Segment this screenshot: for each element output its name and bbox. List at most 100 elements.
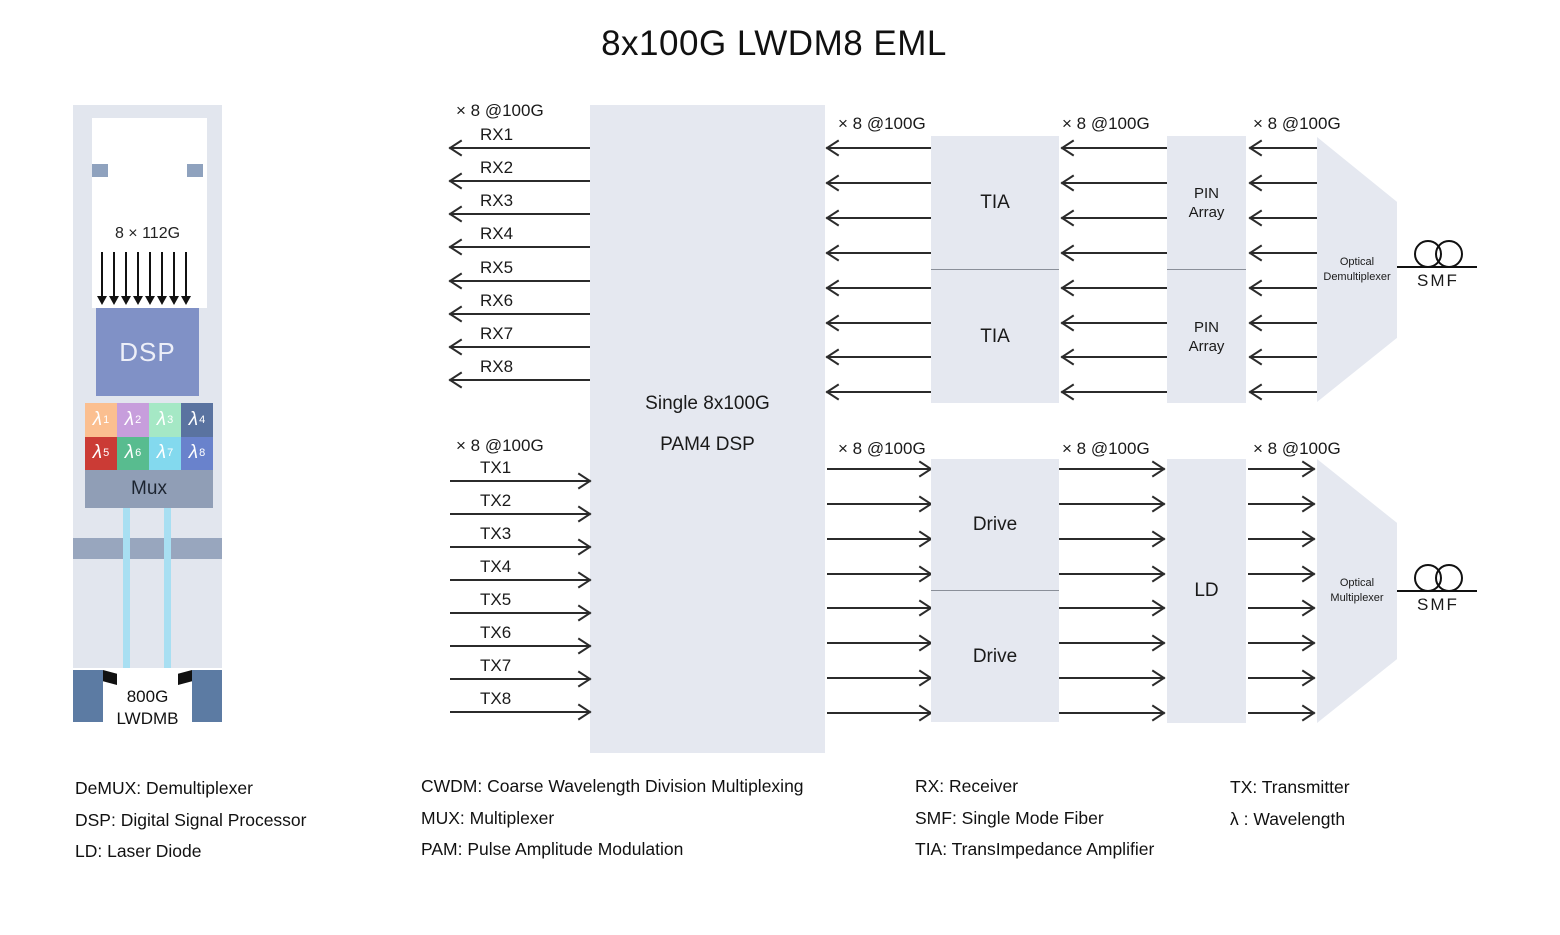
arrow-right-icon (450, 579, 590, 581)
page-title: 8x100G LWDM8 EML (601, 24, 947, 63)
module-mux-label: Mux (131, 478, 167, 499)
rx-channel-column: RX1 RX2 RX3 RX4 RX5 RX6 RX7 RX8 (450, 105, 590, 405)
arrow-left-icon (450, 246, 590, 248)
rx-arrows-tia-pin (1062, 105, 1167, 405)
rx-channel: RX8 (450, 357, 590, 381)
down-arrow (133, 252, 143, 305)
tx-channel-label: TX3 (480, 524, 512, 543)
rx-channel: RX7 (450, 324, 590, 348)
ld-block: LD (1167, 459, 1246, 723)
rate-label: × 8 @100G (1062, 439, 1150, 458)
rx-channel: RX5 (450, 258, 590, 282)
legend-item: CWDM: Coarse Wavelength Division Multipl… (421, 776, 804, 796)
down-arrow (109, 252, 119, 305)
rx-channel-label: RX5 (480, 258, 514, 277)
down-arrow (157, 252, 167, 305)
module-dsp-block: DSP (96, 308, 199, 396)
fiber-trace (164, 508, 171, 668)
smf-label: SMF (1417, 595, 1459, 614)
arrow-right-icon (1059, 677, 1164, 679)
arrow-left-icon (450, 147, 590, 149)
arrow-left-icon (1250, 252, 1317, 254)
rx-channel-label: RX4 (480, 224, 514, 243)
arrow-left-icon (827, 287, 931, 289)
rx-channel: RX6 (450, 291, 590, 315)
legend-item: SMF: Single Mode Fiber (915, 807, 1104, 828)
tx-channel-label: TX4 (480, 557, 512, 576)
tx-channel: TX3 (450, 524, 590, 548)
port-block-left (73, 670, 103, 722)
legend-item: PAM: Pulse Amplitude Modulation (421, 839, 684, 859)
tx-channel: TX8 (450, 689, 590, 713)
tx-channel-label: TX5 (480, 590, 512, 609)
fiber-line (1397, 590, 1477, 592)
port-block-right (192, 670, 222, 722)
arrow-left-icon (827, 391, 931, 393)
arrow-right-icon (1059, 503, 1164, 505)
tx-channel: TX1 (450, 458, 590, 482)
rx-channel: RX2 (450, 158, 590, 182)
arrow-left-icon (1250, 322, 1317, 324)
legend-column-4: TX: Transmitter λ : Wavelength (1230, 772, 1350, 835)
fiber-trace (123, 508, 130, 668)
module-optical-port: 800G LWDMB (73, 668, 222, 738)
legend-item: DSP: Digital Signal Processor (75, 809, 307, 830)
arrow-right-icon (1059, 712, 1164, 714)
arrow-left-icon (827, 322, 931, 324)
legend-item: TX: Transmitter (1230, 777, 1350, 797)
rx-channel-label: RX8 (480, 357, 514, 376)
legend-item: DeMUX: Demultiplexer (75, 778, 253, 798)
arrow-right-icon (450, 546, 590, 548)
rate-label: × 8 @100G (838, 439, 926, 458)
rate-label: × 8 @100G (456, 101, 544, 120)
arrow-left-icon (450, 379, 590, 381)
arrow-left-icon (1250, 217, 1317, 219)
arrow-left-icon (1062, 322, 1167, 324)
arrow-right-icon (1059, 642, 1164, 644)
smf-label: SMF (1417, 271, 1459, 290)
legend-item: LD: Laser Diode (75, 841, 202, 861)
arrow-left-icon (1250, 391, 1317, 393)
arrow-left-icon (450, 280, 590, 282)
arrow-right-icon (1059, 538, 1164, 540)
arrow-right-icon (1248, 468, 1314, 470)
tia-bottom-label: TIA (931, 269, 1059, 403)
latch-right (178, 670, 192, 685)
arrow-right-icon (827, 468, 931, 470)
legend-item: MUX: Multiplexer (421, 807, 555, 828)
arrow-right-icon (1248, 538, 1314, 540)
rx-channel-label: RX1 (480, 125, 514, 144)
module-port-label: 800G LWDMB (116, 687, 179, 728)
tx-channel: TX6 (450, 623, 590, 647)
arrow-right-icon (827, 538, 931, 540)
module-mux-block: Mux (85, 470, 213, 508)
arrow-right-icon (827, 607, 931, 609)
tx-channel: TX5 (450, 590, 590, 614)
arrow-left-icon (827, 356, 931, 358)
rate-label: × 8 @100G (1062, 114, 1150, 133)
arrow-right-icon (827, 677, 931, 679)
legend-column-1: DeMUX: Demultiplexer DSP: Digital Signal… (75, 773, 306, 868)
arrow-left-icon (827, 147, 931, 149)
tia-top-label: TIA (980, 191, 1010, 213)
down-arrow (169, 252, 179, 305)
arrow-left-icon (1062, 391, 1167, 393)
legend-item: λ : Wavelength (1230, 808, 1346, 829)
arrow-left-icon (1062, 217, 1167, 219)
connector-pad-left (92, 164, 108, 177)
arrow-left-icon (450, 180, 590, 182)
tx-arrows-drive-ld (1059, 430, 1164, 730)
arrow-right-icon (450, 480, 590, 482)
arrow-right-icon (450, 678, 590, 680)
arrow-right-icon (1248, 677, 1314, 679)
legend-item: TIA: TransImpedance Amplifier (915, 839, 1155, 859)
